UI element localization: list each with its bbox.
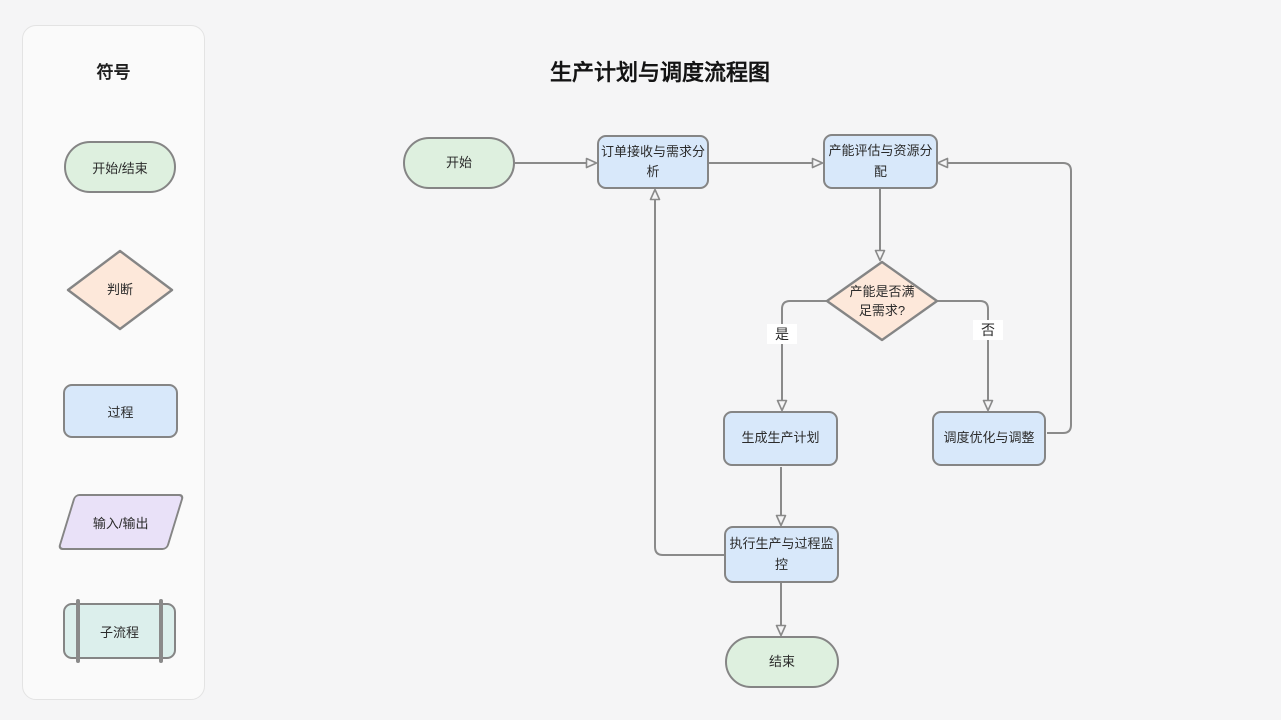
edge-schedule-capacity-loop xyxy=(936,157,1072,434)
legend-heading: 符号 xyxy=(96,63,131,82)
edge-execute-order-loop xyxy=(649,188,724,556)
edge-label-yes: 是 xyxy=(767,324,797,344)
diagram-title: 生产计划与调度流程图 xyxy=(549,60,770,85)
node-order[interactable]: 订单接收与需求分析 xyxy=(597,135,709,189)
node-decision-shape[interactable] xyxy=(825,260,939,342)
legend-diamond-shape xyxy=(66,249,174,331)
edge-label-no: 否 xyxy=(973,320,1003,340)
legend-panel: 符号 开始/结束 判断 过程 输入/输出 子流程 xyxy=(22,25,205,700)
edge-decision-schedule-no xyxy=(937,300,994,412)
legend-shape-start-end: 开始/结束 xyxy=(64,141,176,193)
legend-label-decision: 判断 xyxy=(106,282,133,298)
legend-label-start-end: 开始/结束 xyxy=(92,160,148,176)
node-start[interactable]: 开始 xyxy=(403,137,515,189)
legend-label-process: 过程 xyxy=(107,404,134,420)
node-capacity[interactable]: 产能评估与资源分配 xyxy=(823,134,938,189)
node-schedule[interactable]: 调度优化与调整 xyxy=(932,411,1046,466)
subprocess-bar-right xyxy=(159,599,163,663)
node-end[interactable]: 结束 xyxy=(725,636,839,688)
edge-decision-plan-yes xyxy=(776,300,827,412)
node-plan[interactable]: 生成生产计划 xyxy=(723,411,838,466)
legend-label-subprocess: 子流程 xyxy=(99,624,139,640)
legend-shape-subprocess: 子流程 xyxy=(63,603,176,659)
node-execute[interactable]: 执行生产与过程监控 xyxy=(724,526,839,583)
subprocess-bar-left xyxy=(76,599,80,663)
node-decision-label: 产能是否满足需求? xyxy=(849,283,915,319)
legend-shape-process: 过程 xyxy=(63,384,178,438)
